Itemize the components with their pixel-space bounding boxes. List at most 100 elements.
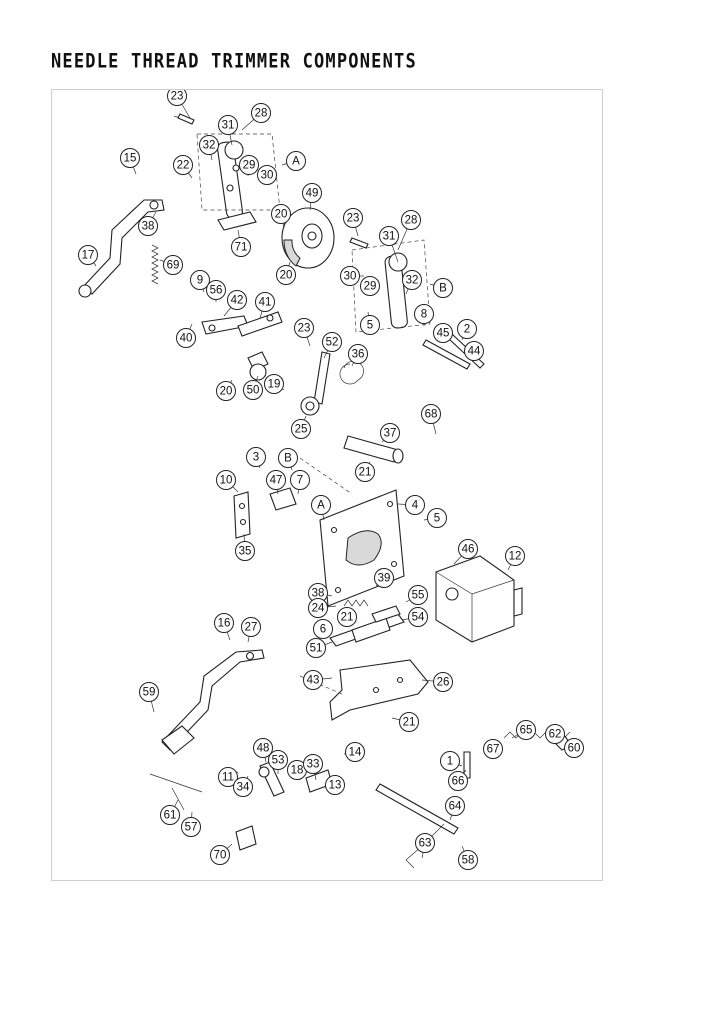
callout-circle	[227, 290, 247, 310]
part-cam-disk-49	[281, 207, 335, 269]
callout-4: 4	[405, 495, 425, 515]
callout-label: 6	[320, 624, 326, 636]
callout-label: 51	[310, 643, 323, 655]
callout-circle	[433, 278, 453, 298]
callout-25: 25	[291, 419, 311, 439]
callout-30: 30	[257, 165, 277, 185]
callout-label: 47	[270, 475, 283, 487]
part-motor-46	[435, 555, 523, 643]
page-title: NEEDLE THREAD TRIMMER COMPONENTS	[51, 50, 417, 73]
callout-circle	[337, 607, 357, 627]
callout-circle	[176, 328, 196, 348]
callout-label: 53	[272, 755, 285, 767]
callout-53: 53	[268, 750, 288, 770]
callout-circle	[545, 724, 565, 744]
part-shaft-37	[299, 435, 404, 495]
callout-label: 1	[447, 756, 453, 768]
callout-label: 36	[352, 349, 365, 361]
callout-42: 42	[227, 290, 247, 310]
callout-label: 29	[243, 160, 256, 172]
callout-circle	[348, 344, 368, 364]
callout-31: 31	[218, 115, 238, 135]
callout-20: 20	[276, 265, 296, 285]
parts-artwork	[78, 113, 571, 869]
callout-66: 66	[448, 771, 468, 791]
callout-circle	[181, 817, 201, 837]
callout-circle	[290, 470, 310, 490]
exploded-parts-diagram: 23283132A2930221538207149176920232831302…	[78, 90, 584, 870]
part-lever-arm-27	[161, 649, 265, 755]
callout-52: 52	[322, 332, 342, 352]
callout-23: 23	[343, 208, 363, 228]
callout-label: 43	[307, 675, 320, 687]
callout-5: 5	[360, 315, 380, 335]
callout-circle	[325, 775, 345, 795]
callout-70: 70	[210, 845, 230, 865]
callout-circle	[235, 541, 255, 561]
callout-3: 3	[246, 447, 266, 467]
part-slide-assembly	[329, 599, 405, 647]
callout-label: 62	[549, 729, 562, 741]
callout-label: 28	[255, 108, 268, 120]
callout-label: 18	[291, 765, 304, 777]
callout-label: 14	[349, 747, 362, 759]
callout-61: 61	[160, 805, 180, 825]
callout-circle	[564, 738, 584, 758]
callout-50: 50	[243, 380, 263, 400]
callout-circle	[360, 276, 380, 296]
callout-circle	[271, 204, 291, 224]
callout-label: 7	[297, 475, 303, 487]
callout-label: 69	[167, 260, 180, 272]
callout-35: 35	[235, 541, 255, 561]
callout-label: 20	[275, 209, 288, 221]
callout-label: 20	[220, 386, 233, 398]
callout-6: 6	[313, 619, 333, 639]
callout-circle	[415, 833, 435, 853]
callout-label: 23	[298, 323, 311, 335]
callout-60: 60	[564, 738, 584, 758]
callout-label: 16	[218, 618, 231, 630]
callout-circle	[218, 115, 238, 135]
callout-19: 19	[264, 374, 284, 394]
callout-label: 54	[412, 612, 425, 624]
callout-9: 9	[190, 270, 210, 290]
callout-label: 67	[487, 744, 500, 756]
callout-circle	[214, 613, 234, 633]
callout-label: 25	[295, 424, 308, 436]
callout-circle	[206, 280, 226, 300]
callout-24: 24	[308, 598, 328, 618]
callout-label: 55	[412, 590, 425, 602]
callout-label: 60	[568, 743, 581, 755]
callout-circle	[427, 508, 447, 528]
callout-68: 68	[421, 404, 441, 424]
callout-label: 2	[464, 324, 470, 336]
callout-41: 41	[255, 292, 275, 312]
callout-circle	[199, 135, 219, 155]
callout-label: 40	[180, 333, 193, 345]
callout-circle	[345, 742, 365, 762]
callout-label: 19	[268, 379, 281, 391]
callout-label: 38	[142, 221, 155, 233]
callout-23: 23	[167, 90, 187, 106]
callout-circle	[233, 777, 253, 797]
callout-label: 38	[312, 588, 325, 600]
callout-circle	[414, 304, 434, 324]
callout-label: 45	[437, 328, 450, 340]
callout-11: 11	[218, 767, 238, 787]
callout-67: 67	[483, 739, 503, 759]
callout-32: 32	[402, 270, 422, 290]
callout-28: 28	[251, 103, 271, 123]
callout-circle	[355, 462, 375, 482]
part-link-plates	[201, 311, 283, 337]
callout-circle	[120, 148, 140, 168]
callout-label: 26	[437, 677, 450, 689]
callout-34: 34	[233, 777, 253, 797]
callout-label: 8	[421, 309, 427, 321]
callout-59: 59	[139, 682, 159, 702]
callout-label: 59	[143, 687, 156, 699]
callout-circle	[401, 210, 421, 230]
callout-label: 52	[326, 337, 339, 349]
callout-circle	[138, 216, 158, 236]
callout-circle	[303, 670, 323, 690]
